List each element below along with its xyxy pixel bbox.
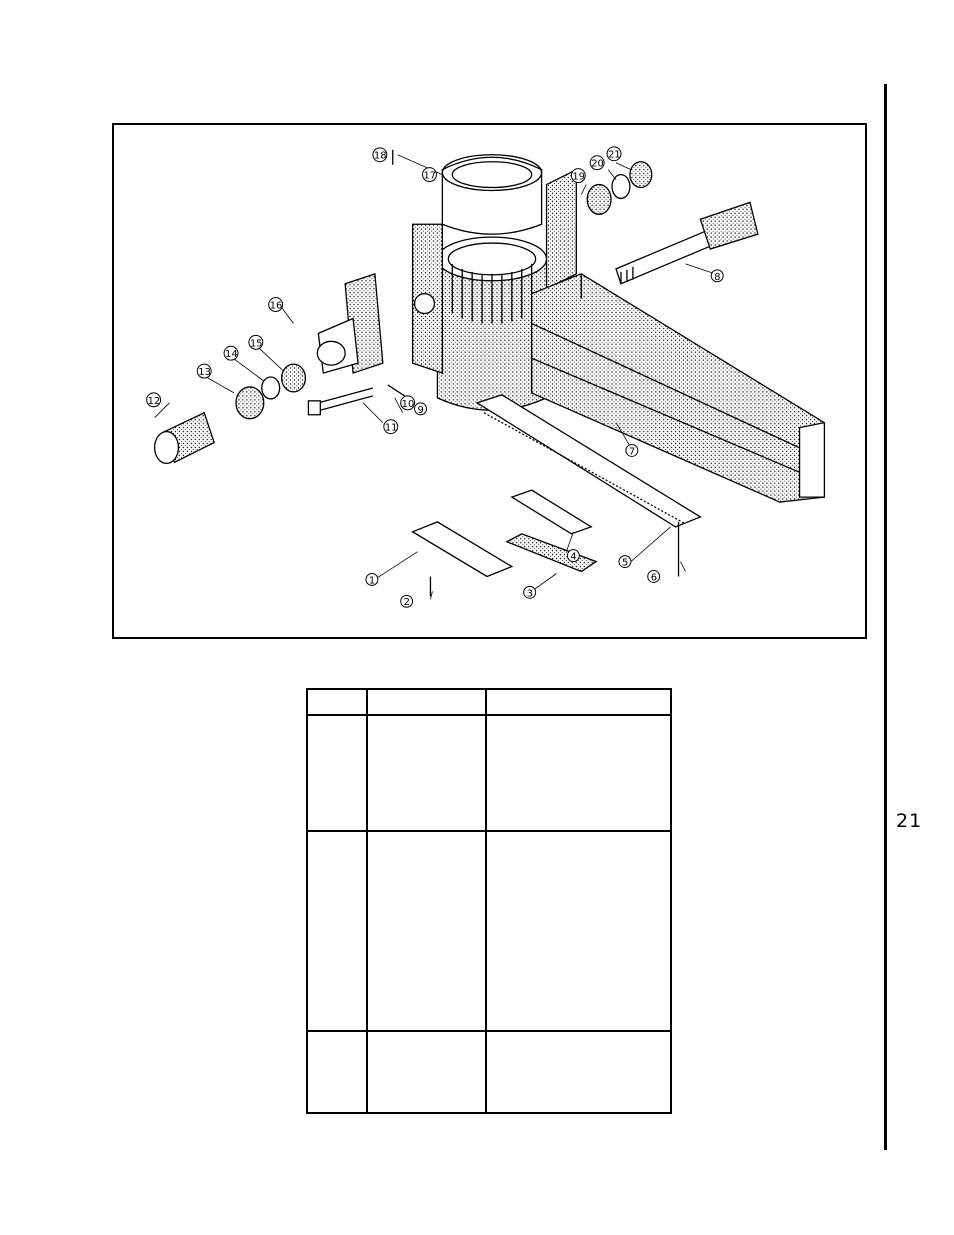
right-margin-rule: [884, 84, 887, 1150]
arm-beam: [531, 273, 826, 503]
callout-10: 10: [400, 395, 416, 411]
table-cell: [366, 1031, 487, 1114]
svg-text:17: 17: [424, 171, 437, 182]
callout-11: 11: [383, 419, 399, 435]
bolts-lower-left: [307, 384, 408, 416]
table-cell: [366, 715, 487, 832]
callout-19: 19: [570, 168, 586, 184]
callout-21: 21: [606, 146, 622, 162]
callout-17: 17: [422, 167, 437, 183]
parts-table: [306, 688, 672, 1114]
svg-text:10: 10: [402, 399, 415, 410]
svg-text:14: 14: [225, 349, 238, 360]
table-cell: [306, 831, 368, 1032]
svg-text:7: 7: [629, 446, 635, 457]
column-housing: [411, 154, 577, 411]
callout-13: 13: [196, 363, 212, 379]
svg-text:12: 12: [148, 396, 161, 407]
table-cell: [306, 1031, 368, 1114]
page-number: 21: [896, 810, 923, 832]
svg-text:16: 16: [270, 301, 283, 312]
table-cell: [485, 831, 672, 1032]
svg-text:2: 2: [404, 597, 410, 608]
callout-4: 4: [566, 549, 580, 563]
svg-text:20: 20: [591, 159, 604, 170]
splined-shaft: [615, 201, 759, 285]
callout-5: 5: [618, 555, 632, 569]
bearing-bracket: [316, 272, 384, 374]
table-row: [306, 831, 672, 1032]
callout-15: 15: [248, 334, 264, 350]
callout-14: 14: [223, 345, 239, 361]
exploded-parts-diagram: 1 2 3 4 5 6 7 8 9 10 11 12 13 14 15 16 1…: [112, 123, 867, 639]
header-cell: [485, 688, 672, 716]
table-cell: [306, 715, 368, 832]
callout-3: 3: [523, 585, 537, 599]
table-cell: [485, 715, 672, 832]
svg-text:11: 11: [385, 423, 398, 434]
base-plates: [411, 489, 598, 578]
callout-1: 1: [365, 573, 379, 586]
callout-16: 16: [268, 297, 284, 313]
svg-text:1: 1: [369, 575, 375, 586]
callout-6: 6: [647, 570, 661, 583]
callout-8: 8: [710, 269, 724, 283]
svg-text:3: 3: [527, 588, 533, 599]
callout-labels: 1 2 3 4 5 6 7 8 9 10 11 12 13 14 15 16 1…: [146, 146, 724, 608]
screws: [392, 149, 680, 597]
svg-text:8: 8: [714, 272, 720, 283]
table-header-row: [306, 688, 672, 716]
callout-20: 20: [589, 155, 605, 171]
leader-lines: [154, 154, 716, 600]
callout-2: 2: [400, 594, 414, 608]
bearing-set-right: [586, 161, 653, 215]
svg-text:4: 4: [570, 552, 576, 563]
svg-text:13: 13: [198, 367, 211, 378]
header-cell: [306, 688, 368, 716]
callout-7: 7: [625, 444, 639, 457]
gear-rack: [475, 394, 702, 528]
svg-text:5: 5: [622, 558, 628, 569]
table-row: [306, 715, 672, 832]
callout-9: 9: [414, 402, 427, 416]
header-cell: [366, 688, 487, 716]
table-cell: [366, 831, 487, 1032]
svg-text:21: 21: [608, 150, 621, 161]
diagram-canvas: 1 2 3 4 5 6 7 8 9 10 11 12 13 14 15 16 1…: [146, 146, 826, 608]
bearing-set-left: [153, 363, 307, 465]
svg-text:19: 19: [572, 172, 585, 183]
svg-text:9: 9: [418, 405, 424, 416]
table-cell: [485, 1031, 672, 1114]
svg-text:6: 6: [651, 572, 657, 583]
table-row: [306, 1031, 672, 1114]
callout-18: 18: [372, 147, 388, 163]
callout-12: 12: [146, 392, 162, 408]
svg-text:15: 15: [250, 338, 263, 349]
svg-text:18: 18: [374, 151, 387, 162]
